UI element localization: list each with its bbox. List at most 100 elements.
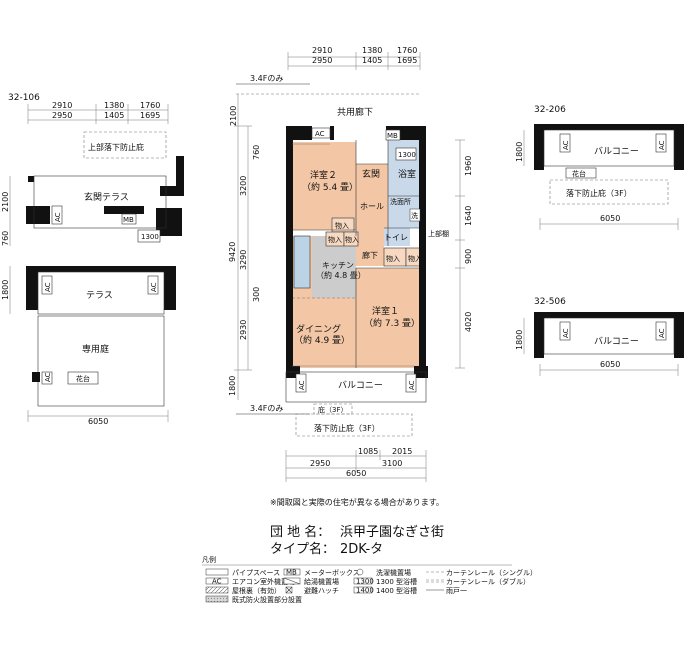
- main-right-dimensions: 1960 1640 900 4020: [455, 139, 473, 369]
- floor-note-bottom: 3.4Fのみ: [250, 404, 283, 413]
- dim-top-a-1: 2910: [312, 46, 332, 55]
- unit106-dim-b-2: 1405: [104, 111, 124, 120]
- unit106-entrance-terrace: [33, 175, 167, 229]
- dim-bottom-a-1: 1085: [358, 447, 378, 456]
- unit206-ac-1: AC: [562, 140, 570, 150]
- legend-mb: メーターボックス: [304, 568, 360, 577]
- dim-top-b-1: 2950: [312, 56, 332, 65]
- room-hallway-fill: [356, 230, 384, 266]
- dim-left-7: 2930: [239, 320, 248, 340]
- dim-top-a-3: 1760: [397, 46, 417, 55]
- legend-curtain-double: カーテンレール（ダブル）: [446, 577, 530, 586]
- unit-32-506: 32-506 AC AC バルコニー 1800 6050: [515, 297, 684, 376]
- label-main-balcony: バルコニー: [338, 380, 383, 391]
- bathtub: [395, 147, 417, 161]
- unit106-ac-3: AC: [150, 282, 158, 292]
- disclaimer-note: ※間取図と実際の住宅が異なる場合があります。: [270, 497, 444, 507]
- unit506-balcony: [543, 317, 675, 355]
- main-eaves: 庇（3F）: [318, 405, 347, 414]
- legend: 凡例 パイプスペース AC エアコン室外機置場 屋根裏（有効） 既式防火設置部分…: [202, 555, 537, 604]
- dim-bottom-total: 6050: [346, 469, 366, 478]
- room-western2-fill: [292, 142, 356, 230]
- dim-top-a-2: 1380: [362, 46, 382, 55]
- dim-left-8: 1800: [228, 376, 237, 396]
- unit206-balcony-label: バルコニー: [594, 146, 639, 157]
- unit206-ac-2: AC: [658, 140, 666, 150]
- dim-left-4: 9420: [228, 242, 237, 262]
- dim-bottom-b-2: 3100: [382, 459, 402, 468]
- unit106-planter: 花台: [76, 374, 90, 383]
- main-ac-balcony-1: AC: [298, 380, 306, 390]
- dim-left-2: 760: [252, 145, 261, 160]
- legend-ps: パイプスペース: [232, 569, 280, 577]
- floor-note-top: 3.4Fのみ: [250, 74, 283, 83]
- unit106-bath-no: 1300: [141, 233, 159, 241]
- legend-hatch: 避難ハッチ: [304, 586, 339, 595]
- label-storage-4: 物入: [386, 254, 400, 263]
- unit106-fall-guard: 上部落下防止庇: [88, 142, 144, 152]
- label-upper-shelf: 上部棚: [428, 229, 449, 238]
- unit106-mb: MB: [123, 216, 134, 224]
- dim-left-6: 300: [252, 287, 261, 302]
- dim-right-2: 1640: [464, 206, 473, 226]
- unit106-dim-b-1: 2950: [52, 111, 72, 120]
- dim-left-5: 3290: [239, 250, 248, 270]
- dim-right-4: 4020: [464, 312, 473, 332]
- unit106-dim-a-3: 1760: [140, 101, 160, 110]
- main-left-dimensions: 2100 760 3200 9420 3290 300 2930 1800: [228, 94, 261, 400]
- main-mb: MB: [387, 132, 398, 140]
- legend-quake: 既式防火設置部分設置: [232, 595, 302, 604]
- main-ac-balcony-2: AC: [408, 380, 416, 390]
- estate-value: 浜甲子園なぎさ街: [340, 525, 444, 540]
- legend-bath1400: 1400 型浴槽: [376, 586, 417, 595]
- label-kitchen: キッチン: [322, 261, 354, 270]
- unit106-label: 32-106: [8, 93, 40, 103]
- unit106-ac-4: AC: [44, 372, 52, 382]
- unit206-dim: 1800: [515, 142, 524, 162]
- label-hall: ホール: [360, 202, 384, 211]
- unit106-dim-b-3: 1695: [140, 111, 160, 120]
- main-ac-top: AC: [315, 130, 325, 138]
- label-bath: 浴室: [398, 168, 416, 180]
- room-hall-fill: [356, 164, 388, 230]
- type-label: タイプ名：: [270, 541, 335, 557]
- room-toilet-fill: [384, 228, 410, 246]
- legend-bath1300: 1300 型浴槽: [376, 577, 417, 586]
- unit106-ac-1: AC: [54, 212, 62, 222]
- unit-32-106: 32-106 2910 1380 1760 2950 1405 1695 上部落…: [1, 93, 184, 426]
- main-balcony: [285, 371, 427, 403]
- legend-boiler: 洗濯機置場: [376, 568, 411, 577]
- label-entrance: 玄関: [362, 168, 380, 180]
- dim-top-b-3: 1695: [397, 56, 417, 65]
- room-western1-fill: [356, 268, 420, 368]
- legend-bath1300-symbol: 1300: [356, 578, 374, 586]
- main-fall-guard: 落下防止庇（3F）: [314, 423, 380, 433]
- unit506-ac-2: AC: [658, 328, 666, 338]
- dim-left-3: 3200: [239, 176, 248, 196]
- unit206-label: 32-206: [534, 105, 566, 115]
- unit106-garden-label: 専用庭: [82, 343, 109, 355]
- dim-bottom-a-2: 2015: [392, 447, 412, 456]
- dim-right-1: 1960: [464, 156, 473, 176]
- dim-right-3: 900: [464, 249, 473, 264]
- unit-32-206: 32-206 AC AC バルコニー 1800 花台 落下防止庇（3F） 605…: [515, 105, 684, 230]
- storage-3: [343, 231, 359, 247]
- unit106-ac-2: AC: [44, 282, 52, 292]
- unit206-balcony: [543, 129, 675, 167]
- dim-bottom-b-1: 2950: [310, 459, 330, 468]
- main-top-dimensions: 2910 1380 1760 2950 1405 1695: [287, 46, 421, 70]
- label-western2: 洋室２: [310, 169, 337, 181]
- unit106-dim-a-2: 1380: [104, 101, 124, 110]
- label-dining: ダイニング: [296, 323, 341, 335]
- legend-ac: エアコン室外機置場: [232, 577, 295, 586]
- legend-window-rail: 雨戸一: [446, 587, 467, 595]
- interior-walls: [292, 140, 420, 368]
- unit106-terrace-label: テラス: [86, 290, 113, 301]
- main-bottom-dimensions: 1085 2015 2950 3100 6050: [285, 447, 427, 482]
- corridor-label: 共用廊下: [337, 106, 373, 118]
- room-dining-fill: [292, 298, 356, 368]
- unit106-dim-left-1: 2100: [1, 192, 10, 212]
- legend-mb-symbol: MB: [286, 569, 297, 577]
- unit106-terrace: [37, 271, 165, 315]
- label-kitchen-area: （約 4.8 畳）: [316, 270, 366, 280]
